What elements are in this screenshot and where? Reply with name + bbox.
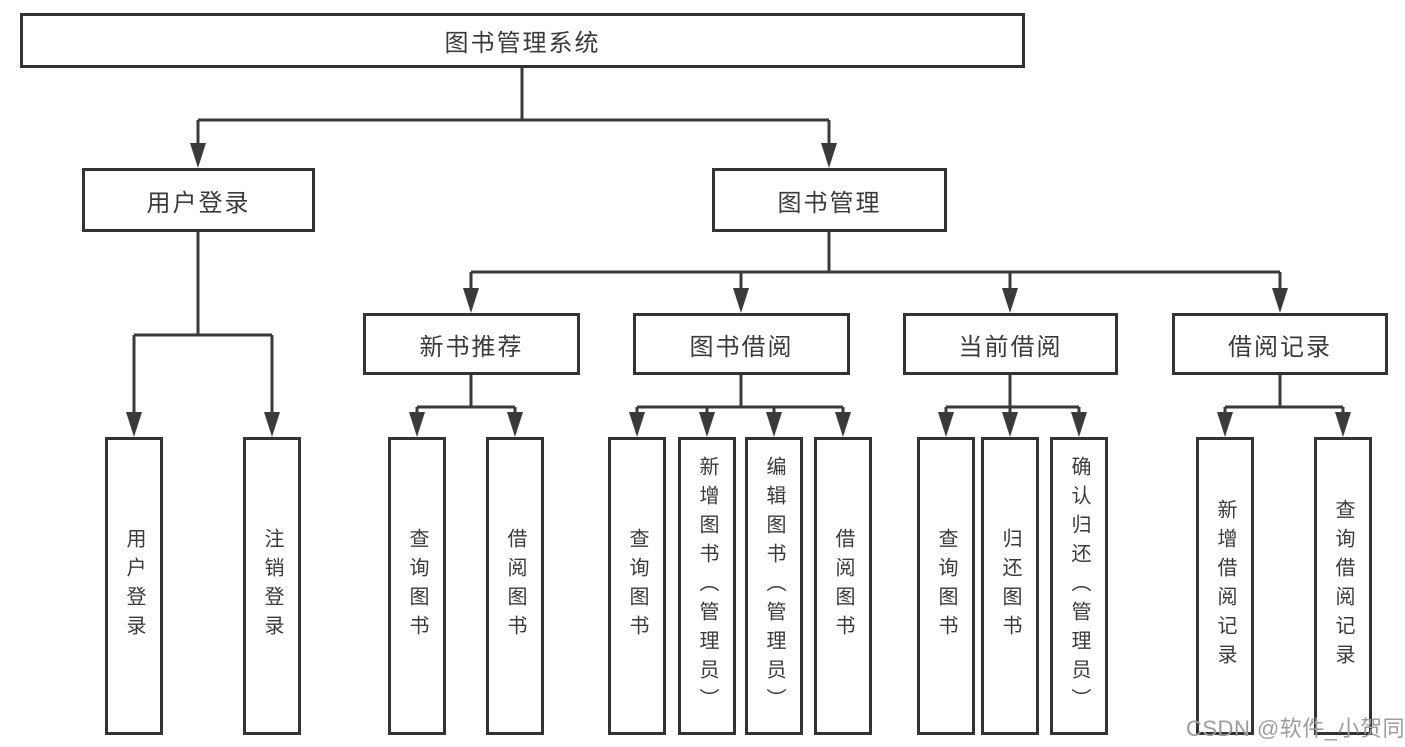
node-library-system: 图书管理系统 [20,13,1025,68]
connector-arrowheads [126,143,1351,437]
leaf-borrow-edit-book-admin: 编辑图书（管理员） [745,437,803,735]
leaf-current-confirm-return-admin-label: 确认归还（管理员） [1068,455,1090,717]
node-library-system-label: 图书管理系统 [444,30,601,57]
leaf-borrow-edit-book-admin-label: 编辑图书（管理员） [763,455,785,717]
leaf-logout-label: 注销登录 [261,528,283,644]
leaf-user-login: 用户登录 [105,437,163,735]
leaf-user-login-label: 用户登录 [123,528,145,644]
connector-path [132,68,1345,415]
leaf-borrow-borrow-book-label: 借阅图书 [832,528,854,644]
leaf-current-query-book: 查询图书 [917,437,975,735]
node-book-borrow: 图书借阅 [633,313,850,375]
node-book-management: 图书管理 [712,168,947,232]
node-book-management-label: 图书管理 [777,189,882,217]
leaf-current-confirm-return-admin: 确认归还（管理员） [1050,437,1108,735]
leaf-recommend-query-book: 查询图书 [388,437,446,735]
leaf-borrow-add-book-admin-label: 新增图书（管理员） [696,455,718,717]
leaf-borrow-borrow-book: 借阅图书 [814,437,872,735]
leaf-borrow-query-book: 查询图书 [608,437,666,735]
leaf-current-return-book-label: 归还图书 [999,528,1021,644]
leaf-borrow-query-book-label: 查询图书 [626,528,648,644]
leaf-recommend-query-book-label: 查询图书 [406,528,428,644]
leaf-records-query-record-label: 查询借阅记录 [1332,499,1354,673]
leaf-recommend-borrow-book: 借阅图书 [486,437,544,735]
node-borrow-records: 借阅记录 [1172,313,1388,375]
leaf-logout: 注销登录 [243,437,301,735]
leaf-borrow-add-book-admin: 新增图书（管理员） [678,437,736,735]
watermark: CSDN @软件_小贺同学 [1186,716,1405,741]
node-new-book-recommend: 新书推荐 [363,313,580,375]
node-borrow-records-label: 借阅记录 [1228,333,1332,361]
node-current-borrow-label: 当前借阅 [958,333,1063,361]
node-current-borrow: 当前借阅 [903,313,1118,375]
leaf-current-query-book-label: 查询图书 [935,528,957,644]
node-user-login-label: 用户登录 [146,189,251,217]
leaf-records-add-record-label: 新增借阅记录 [1214,499,1236,673]
node-user-login: 用户登录 [82,168,315,232]
node-book-borrow-label: 图书借阅 [689,333,794,361]
leaf-recommend-borrow-book-label: 借阅图书 [504,528,526,644]
node-new-book-recommend-label: 新书推荐 [419,333,524,361]
leaf-records-add-record: 新增借阅记录 [1196,437,1254,735]
leaf-current-return-book: 归还图书 [981,437,1039,735]
leaf-records-query-record: 查询借阅记录 [1314,437,1372,735]
